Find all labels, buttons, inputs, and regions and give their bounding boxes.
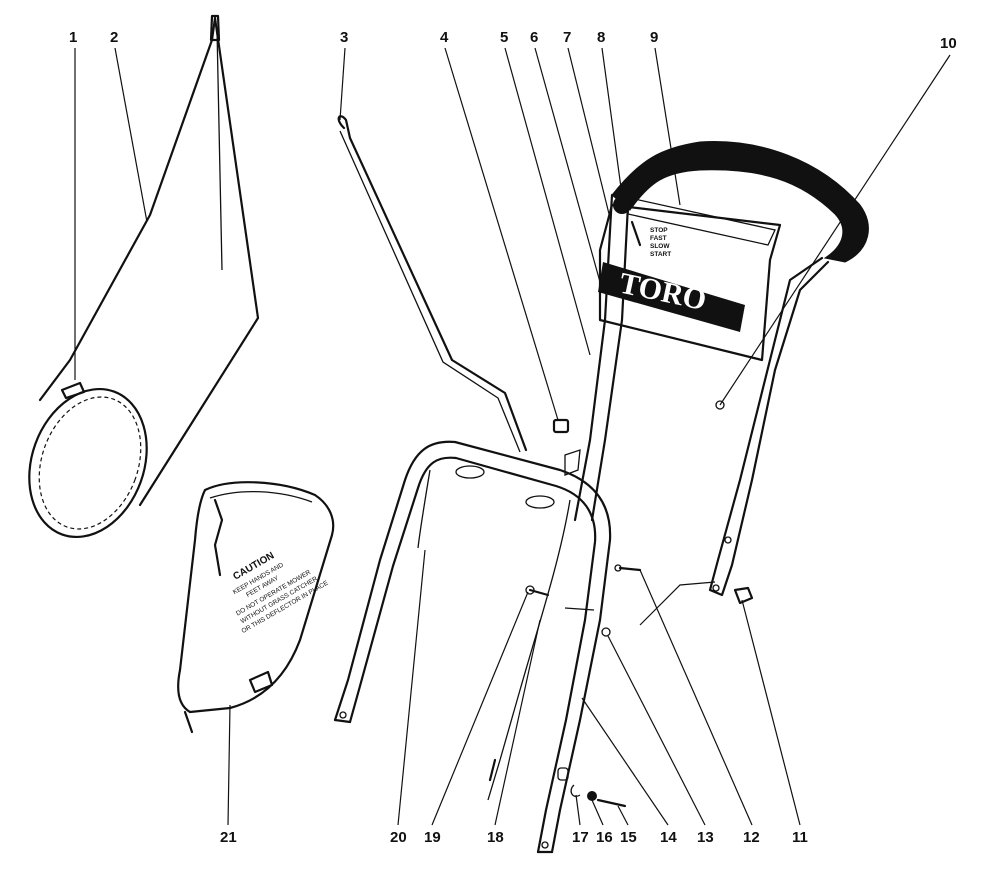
caution-decal: CAUTION KEEP HANDS AND FEET AWAY DO NOT … [231,550,330,635]
callout-labels: 1 2 3 4 5 6 7 8 9 10 11 12 13 14 15 16 1… [69,29,957,846]
control-decal-line-1: STOP [650,227,668,234]
callout-1: 1 [69,29,77,46]
callout-2: 2 [110,29,118,46]
callout-3: 3 [340,29,348,46]
callout-21: 21 [220,829,237,846]
callout-14: 14 [660,829,677,846]
callout-20: 20 [390,829,407,846]
control-decal: STOP FAST SLOW START [650,227,671,258]
callout-10: 10 [940,35,957,52]
lower-handle [333,440,612,854]
control-decal-line-2: FAST [650,235,667,242]
callout-9: 9 [650,29,658,46]
callout-11: 11 [792,829,808,846]
callout-12: 12 [743,829,760,846]
leader-lines [74,47,951,826]
callout-18: 18 [487,829,504,846]
callout-16: 16 [596,829,613,846]
callout-15: 15 [620,829,637,846]
rod-clip [552,418,570,434]
discharge-deflector: CAUTION KEEP HANDS AND FEET AWAY DO NOT … [177,481,335,734]
grass-bag [28,14,260,539]
hardware-parts [525,564,754,808]
callout-8: 8 [597,29,605,46]
control-cable [487,499,571,801]
control-decal-line-4: START [650,251,671,258]
control-decal-line-3: SLOW [650,243,670,250]
bag-support-rod [337,115,528,453]
callout-5: 5 [500,29,508,46]
callout-7: 7 [563,29,571,46]
callout-6: 6 [530,29,538,46]
callout-19: 19 [424,829,441,846]
callout-4: 4 [440,29,449,46]
callout-13: 13 [697,829,714,846]
callout-17: 17 [572,829,589,846]
